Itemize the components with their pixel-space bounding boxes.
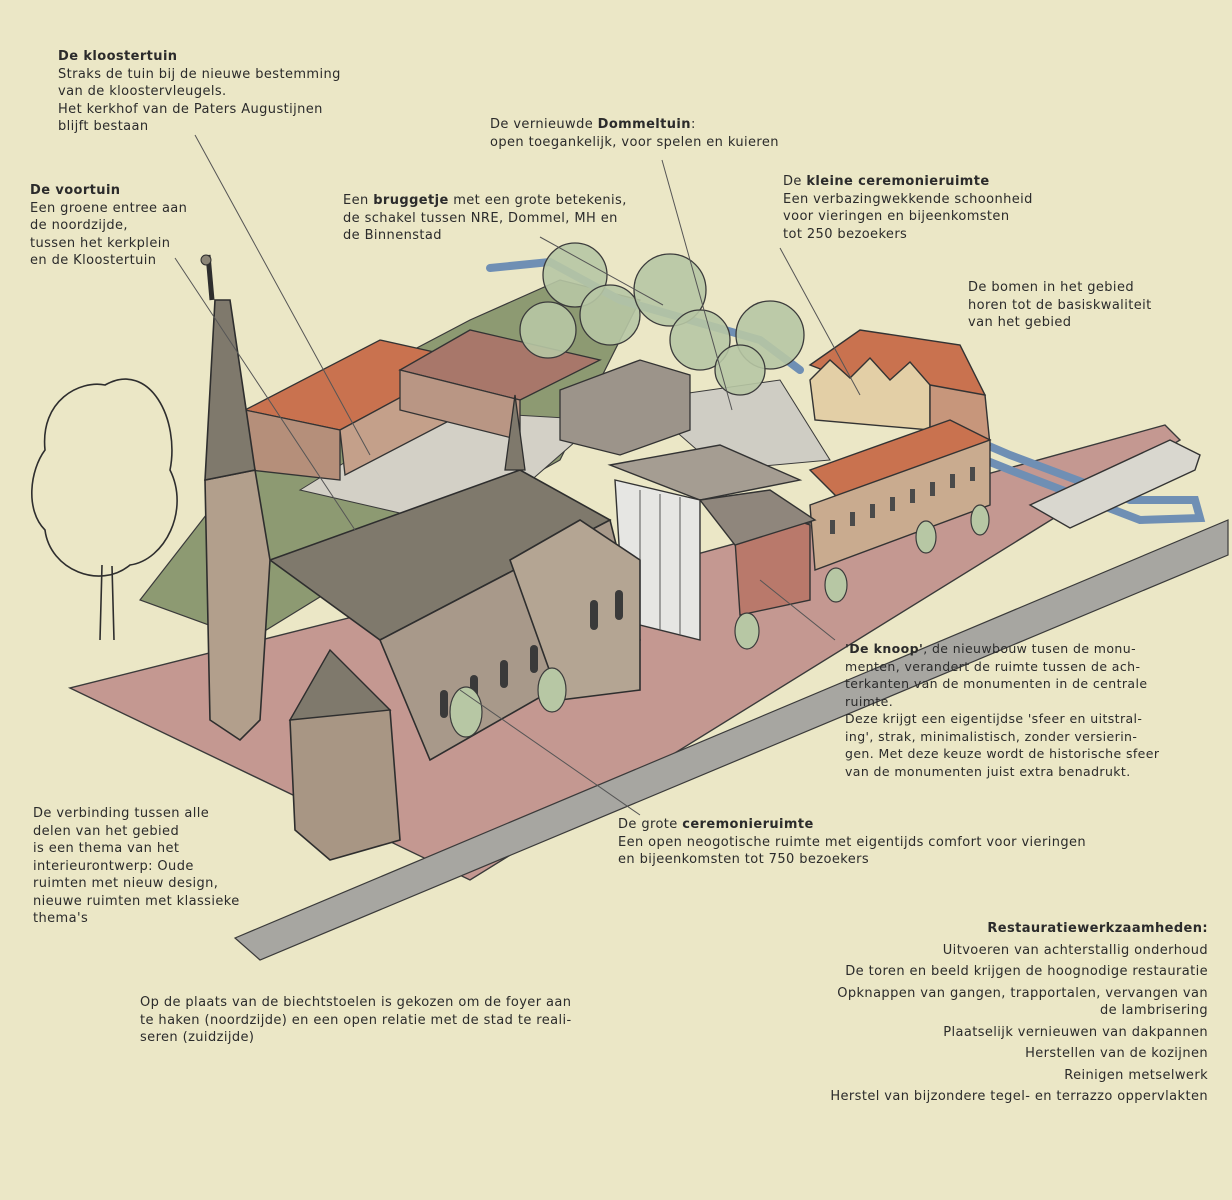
note-keyword: Dommeltuin <box>597 117 691 132</box>
note-bruggetje: Een bruggetje met een grote betekenis, d… <box>343 192 627 245</box>
bridge-structure <box>1028 439 1201 529</box>
church-spire <box>204 299 256 481</box>
note-keyword: 'De knoop' <box>845 641 924 656</box>
note-text: De grote <box>618 817 683 832</box>
note-line: te haken (noordzijde) en een open relati… <box>140 1012 572 1028</box>
note-verbinding: De verbinding tussen alle delen van het … <box>33 805 240 928</box>
restoration-item: de lambrisering <box>1099 1003 1208 1018</box>
note-keyword: kleine ceremonieruimte <box>806 174 990 189</box>
restoration-item: Herstel van bijzondere tegel- en terrazz… <box>830 1089 1208 1104</box>
note-text: De vernieuwde <box>490 117 598 132</box>
note-title: De voortuin <box>30 183 121 198</box>
note-line: van de monumenten juist extra benadrukt. <box>845 763 1131 779</box>
knoop-roof <box>607 444 803 501</box>
note-line: nieuwe ruimten met klassieke <box>33 893 240 909</box>
note-line: van het gebied <box>968 315 1072 330</box>
note-text: : <box>690 117 696 132</box>
note-dommeltuin: De vernieuwde Dommeltuin: open toegankel… <box>490 116 779 151</box>
leader-lines <box>174 134 861 816</box>
note-line: gen. Met deze keuze wordt de historische… <box>845 746 1160 761</box>
note-line: en bijeenkomsten tot 750 bezoekers <box>618 852 870 867</box>
note-keyword: bruggetje <box>373 193 449 208</box>
note-line: Een groene entree aan <box>30 200 188 216</box>
note-text: , de nieuwbouw tusen de monu- <box>923 641 1136 656</box>
church-fleche <box>504 394 526 471</box>
terrace-front <box>809 439 991 571</box>
note-knoop: 'De knoop', de nieuwbouw tusen de monu- … <box>845 640 1159 780</box>
note-line: interieurontwerp: Oude <box>33 858 194 874</box>
note-line: voor vieringen en bijeenkomsten <box>783 209 1010 224</box>
restoration-item: Herstellen van de kozijnen <box>1025 1046 1208 1061</box>
note-line: ing', strak, minimalistisch, zonder vers… <box>845 728 1138 744</box>
note-text: met een grote betekenis, <box>448 193 627 208</box>
note-line: De bomen in het gebied <box>968 280 1134 295</box>
note-line: Het kerkhof van de Paters Augustijnen <box>58 101 323 117</box>
note-bomen: De bomen in het gebied horen tot de basi… <box>968 279 1152 332</box>
note-keyword: ceremonieruimte <box>682 817 814 832</box>
brick-house-roof <box>698 489 817 546</box>
note-line: de Binnenstad <box>343 228 442 243</box>
church-apse-roof <box>288 648 392 721</box>
dommeltuin-trees <box>519 242 805 396</box>
note-line: ruimte. <box>845 693 894 709</box>
tree-icon <box>31 378 178 641</box>
note-line: De verbinding tussen alle <box>33 806 210 821</box>
note-text: De <box>783 174 807 189</box>
small-hall-wall <box>809 356 931 431</box>
church-tower <box>204 469 271 742</box>
note-voortuin: De voortuin Een groene entree aan de noo… <box>30 182 187 270</box>
note-kleine-ceremonieruimte: De kleine ceremonieruimte Een verbazingw… <box>783 173 1033 243</box>
note-line: open toegankelijk, voor spelen en kuiere… <box>490 134 779 150</box>
rear-block <box>559 359 691 456</box>
note-line: seren (zuidzijde) <box>140 1030 255 1045</box>
road <box>233 519 1229 961</box>
note-line: Een verbazingwekkende schoonheid <box>783 191 1033 207</box>
restoration-item: Reinigen metselwerk <box>1064 1067 1208 1083</box>
note-line: Een open neogotische ruimte met eigentij… <box>618 834 1087 850</box>
note-biechtstoelen: Op de plaats van de biechtstoelen is gek… <box>140 994 572 1047</box>
terrace-windows <box>830 467 975 534</box>
note-kloostertuin: De kloostertuin Straks de tuin bij de ni… <box>58 48 341 136</box>
note-line: blijft bestaan <box>58 119 149 134</box>
spire-statue-head <box>200 254 212 266</box>
note-line: horen tot de basiskwaliteit <box>968 297 1152 313</box>
restoration-item: Opknappen van gangen, trapportalen, verv… <box>837 985 1208 1001</box>
note-title: Restauratiewerkzaamheden: <box>987 921 1208 936</box>
note-text: Een <box>343 193 374 208</box>
note-line: de noordzijde, <box>30 218 128 233</box>
note-line: Op de plaats van de biechtstoelen is gek… <box>140 995 572 1010</box>
note-line: is een thema van het <box>33 841 180 856</box>
note-title: De kloostertuin <box>58 49 178 64</box>
note-line: de schakel tussen NRE, Dommel, MH en <box>343 210 618 226</box>
restoration-item: De toren en beeld krijgen de hoognodige … <box>845 964 1208 979</box>
note-restauratie: Restauratiewerkzaamheden: Uitvoeren van … <box>830 920 1208 1110</box>
restoration-item: Uitvoeren van achterstallig onderhoud <box>942 942 1208 958</box>
note-line: van de kloostervleugels. <box>58 84 227 99</box>
note-line: ruimten met nieuw design, <box>33 876 219 891</box>
note-grote-ceremonieruimte: De grote ceremonieruimte Een open neogot… <box>618 816 1086 869</box>
note-line: tussen het kerkplein <box>30 235 171 251</box>
restoration-item: Plaatselijk vernieuwen van dakpannen <box>943 1024 1208 1040</box>
note-line: delen van het gebied <box>33 823 180 839</box>
note-line: thema's <box>33 911 89 926</box>
note-line: Straks de tuin bij de nieuwe bestemming <box>58 66 341 82</box>
note-line: Deze krijgt een eigentijdse 'sfeer en ui… <box>845 711 1143 726</box>
note-line: tot 250 bezoekers <box>783 226 908 242</box>
note-line: terkanten van de monumenten in de centra… <box>845 676 1148 691</box>
note-line: en de Kloostertuin <box>30 253 157 268</box>
note-line: menten, verandert de ruimte tussen de ac… <box>845 658 1141 674</box>
church-windows <box>440 590 623 718</box>
